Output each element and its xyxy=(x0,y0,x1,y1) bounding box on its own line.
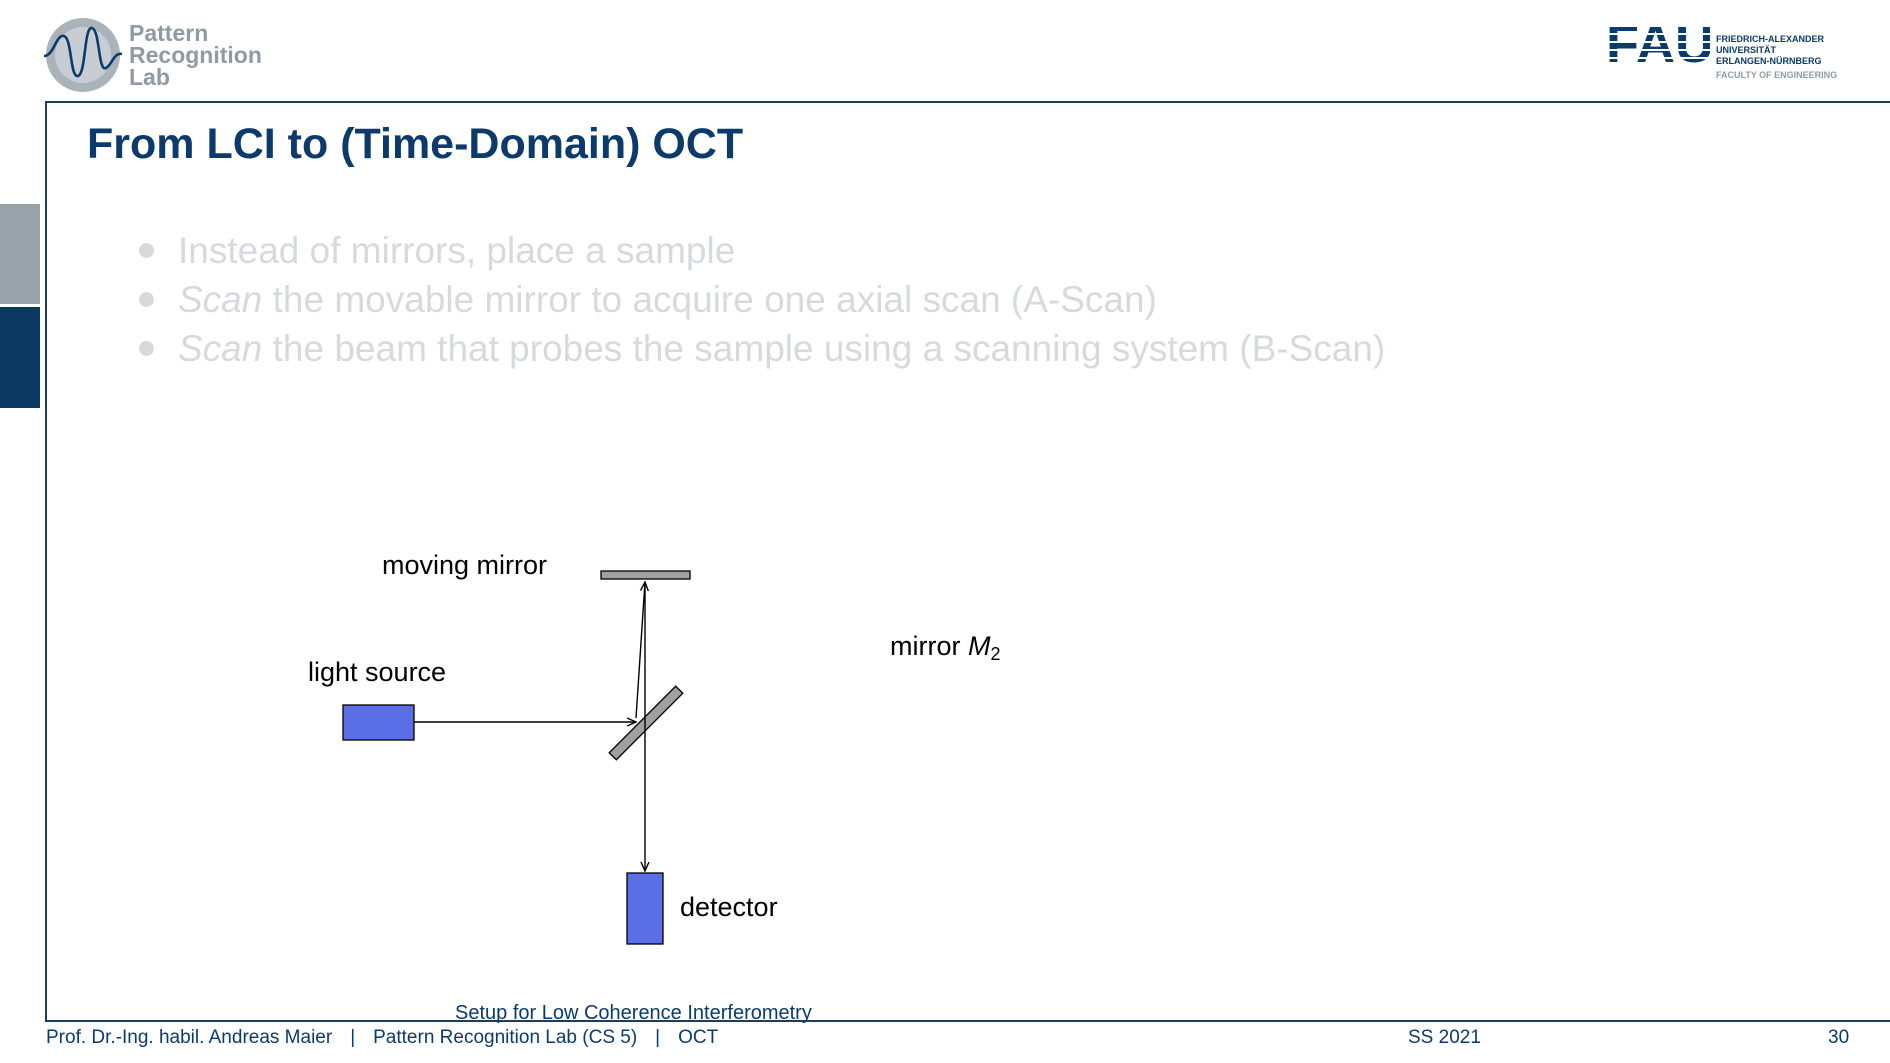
bullet-item: Instead of mirrors, place a sample xyxy=(136,226,1385,275)
slide-title: From LCI to (Time-Domain) OCT xyxy=(87,120,744,168)
mirror-m2-label: mirror M2 xyxy=(890,631,1001,665)
fau-university-logo: FAU FRIEDRICH-ALEXANDER UNIVERSITÄT ERLA… xyxy=(1606,18,1846,84)
fau-logo-line: UNIVERSITÄT xyxy=(1716,45,1777,55)
footer-separator: | xyxy=(350,1027,356,1048)
bullet-text: Instead of mirrors, place a sample xyxy=(178,230,736,271)
frame-top-line xyxy=(45,101,1890,103)
mirror-m2-subscript: 2 xyxy=(990,644,1001,664)
detector-shape xyxy=(626,872,664,945)
moving-mirror-label: moving mirror xyxy=(382,550,548,580)
bullet-item: Scan the beam that probes the sample usi… xyxy=(136,324,1385,373)
bullet-text: the beam that probes the sample using a … xyxy=(262,328,1386,369)
light-source-shape xyxy=(342,704,415,741)
bullet-emphasis: Scan xyxy=(178,279,263,320)
footer-topic: OCT xyxy=(678,1027,719,1048)
lab-logo-line: Recognition xyxy=(129,42,262,68)
beam-splitter-to-mirror xyxy=(635,582,645,719)
light-source-label: light source xyxy=(308,657,447,687)
fau-logo-line: FRIEDRICH-ALEXANDER xyxy=(1716,34,1824,44)
page-number: 30 xyxy=(1828,1027,1850,1048)
lab-logo-text: Pattern Recognition Lab xyxy=(129,20,262,90)
bullet-dot-icon xyxy=(139,341,154,356)
mirror-m2-prefix: mirror xyxy=(890,631,968,661)
bullet-item: Scan the movable mirror to acquire one a… xyxy=(136,275,1385,324)
detector-label: detector xyxy=(680,892,778,922)
bullet-list: Instead of mirrors, place a sample Scan … xyxy=(136,226,1385,373)
footer-semester: SS 2021 xyxy=(1408,1027,1481,1048)
fau-faculty-text: FACULTY OF ENGINEERING xyxy=(1716,70,1838,80)
side-section-tab-inactive[interactable] xyxy=(0,204,40,304)
lab-logo-icon xyxy=(44,18,122,92)
moving-mirror-shape xyxy=(600,570,691,580)
bullet-dot-icon xyxy=(139,292,154,307)
footer-separator: | xyxy=(655,1027,661,1048)
footer-lab: Pattern Recognition Lab (CS 5) xyxy=(373,1027,638,1048)
pattern-recognition-lab-logo: Pattern Recognition Lab xyxy=(44,16,274,98)
footer-author: Prof. Dr.-Ing. habil. Andreas Maier xyxy=(46,1027,333,1048)
bullet-dot-icon xyxy=(139,243,154,258)
lab-logo-line: Pattern xyxy=(129,20,209,46)
bullet-emphasis: Scan xyxy=(178,328,263,369)
mirror-m2-symbol: M xyxy=(967,631,991,661)
beam-splitter-shape xyxy=(608,685,684,761)
figure-caption: Setup for Low Coherence Interferometry xyxy=(455,1002,812,1024)
fau-logo-line: ERLANGEN-NÜRNBERG xyxy=(1716,56,1822,66)
frame-bottom-line xyxy=(45,1020,1890,1022)
footer: Prof. Dr.-Ing. habil. Andreas Maier | Patt… xyxy=(46,1027,1850,1051)
bullet-text: the movable mirror to acquire one axial … xyxy=(262,279,1157,320)
frame-left-line xyxy=(45,101,47,1022)
fau-logo-text: FRIEDRICH-ALEXANDER UNIVERSITÄT ERLANGEN… xyxy=(1716,34,1824,67)
fau-logo-icon: FAU xyxy=(1606,18,1710,64)
footer-credits: Prof. Dr.-Ing. habil. Andreas Maier | Patt… xyxy=(46,1027,718,1049)
lab-logo-line: Lab xyxy=(129,64,170,90)
side-section-tab-active[interactable] xyxy=(0,307,40,408)
